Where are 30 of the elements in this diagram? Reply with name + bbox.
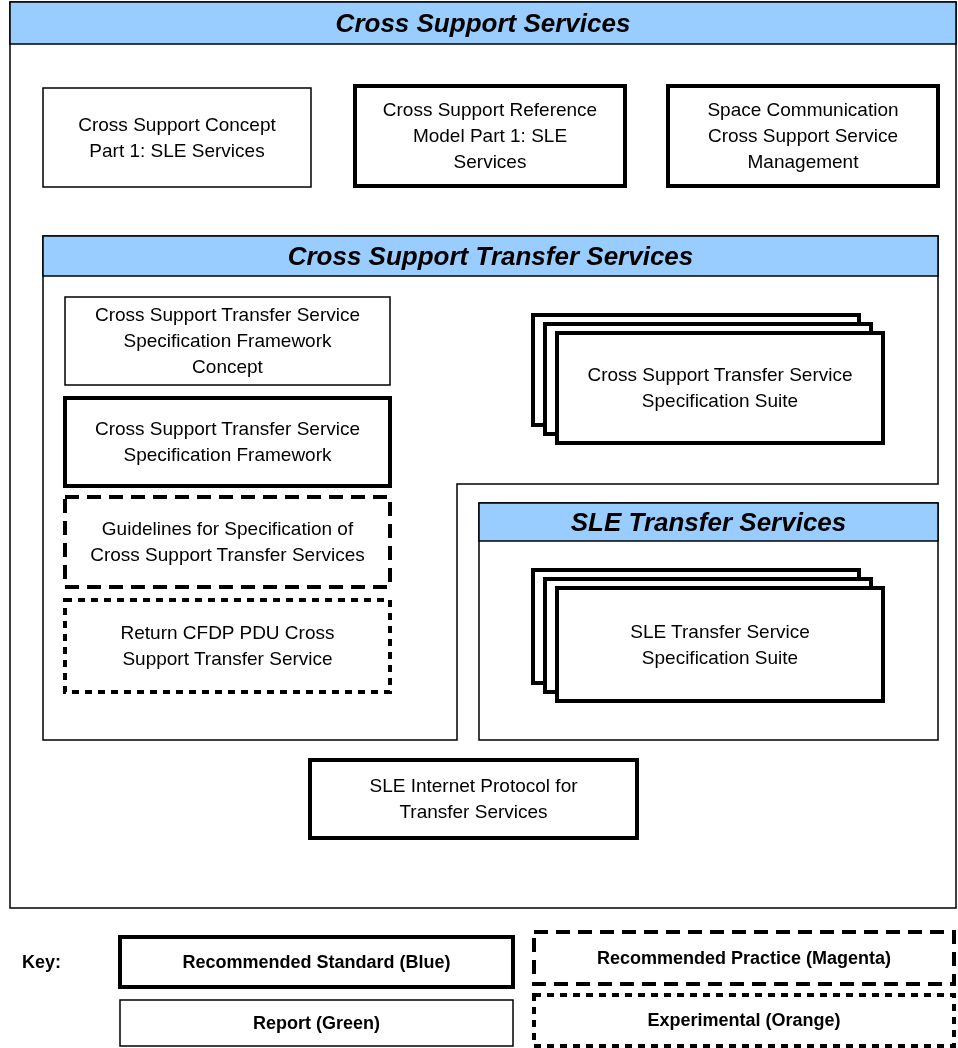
group-panel bbox=[479, 503, 938, 740]
document-title: SLE Internet Protocol for Transfer Services bbox=[368, 774, 579, 824]
document-box bbox=[65, 297, 390, 385]
document-box bbox=[65, 398, 390, 486]
document-box bbox=[310, 760, 637, 838]
group-title: Cross Support Services bbox=[335, 8, 631, 38]
document-box bbox=[43, 88, 311, 187]
group-panel bbox=[10, 2, 956, 908]
document-stack bbox=[533, 315, 883, 443]
document-title: SLE Transfer Service Specification Suite bbox=[629, 619, 811, 670]
legend-label: Experimental (Orange) bbox=[647, 1010, 841, 1031]
document-title: Cross Support Reference Model Part 1: SLE Services bbox=[381, 98, 599, 174]
document-box bbox=[65, 600, 390, 692]
document-stack bbox=[533, 570, 883, 701]
document-title: Return CFDP PDU Cross Support Transfer Service bbox=[119, 621, 336, 671]
legend-label: Report (Green) bbox=[253, 1012, 380, 1034]
document-title: Cross Support Concept Part 1: SLE Services bbox=[77, 112, 277, 163]
group-title: SLE Transfer Services bbox=[570, 507, 847, 537]
legend-label: Recommended Practice (Magenta) bbox=[596, 947, 892, 969]
document-title: Guidelines for Specification of Cross Support Transfer Services bbox=[89, 517, 366, 567]
document-title: Cross Support Transfer Service Specification Framework Concept bbox=[93, 303, 361, 379]
document-box bbox=[65, 497, 390, 587]
legend-label: Recommended Standard (Blue) bbox=[182, 951, 451, 973]
document-title: Cross Support Transfer Service Specification Framework bbox=[93, 417, 361, 467]
document-box bbox=[355, 86, 625, 186]
document-title: Space Communication Cross Support Service Management bbox=[706, 98, 900, 174]
document-box bbox=[668, 86, 938, 186]
key-label: Key: bbox=[22, 952, 61, 973]
group-title: Cross Support Transfer Services bbox=[287, 241, 694, 271]
document-title: Cross Support Transfer Service Specification Suite bbox=[586, 363, 854, 413]
